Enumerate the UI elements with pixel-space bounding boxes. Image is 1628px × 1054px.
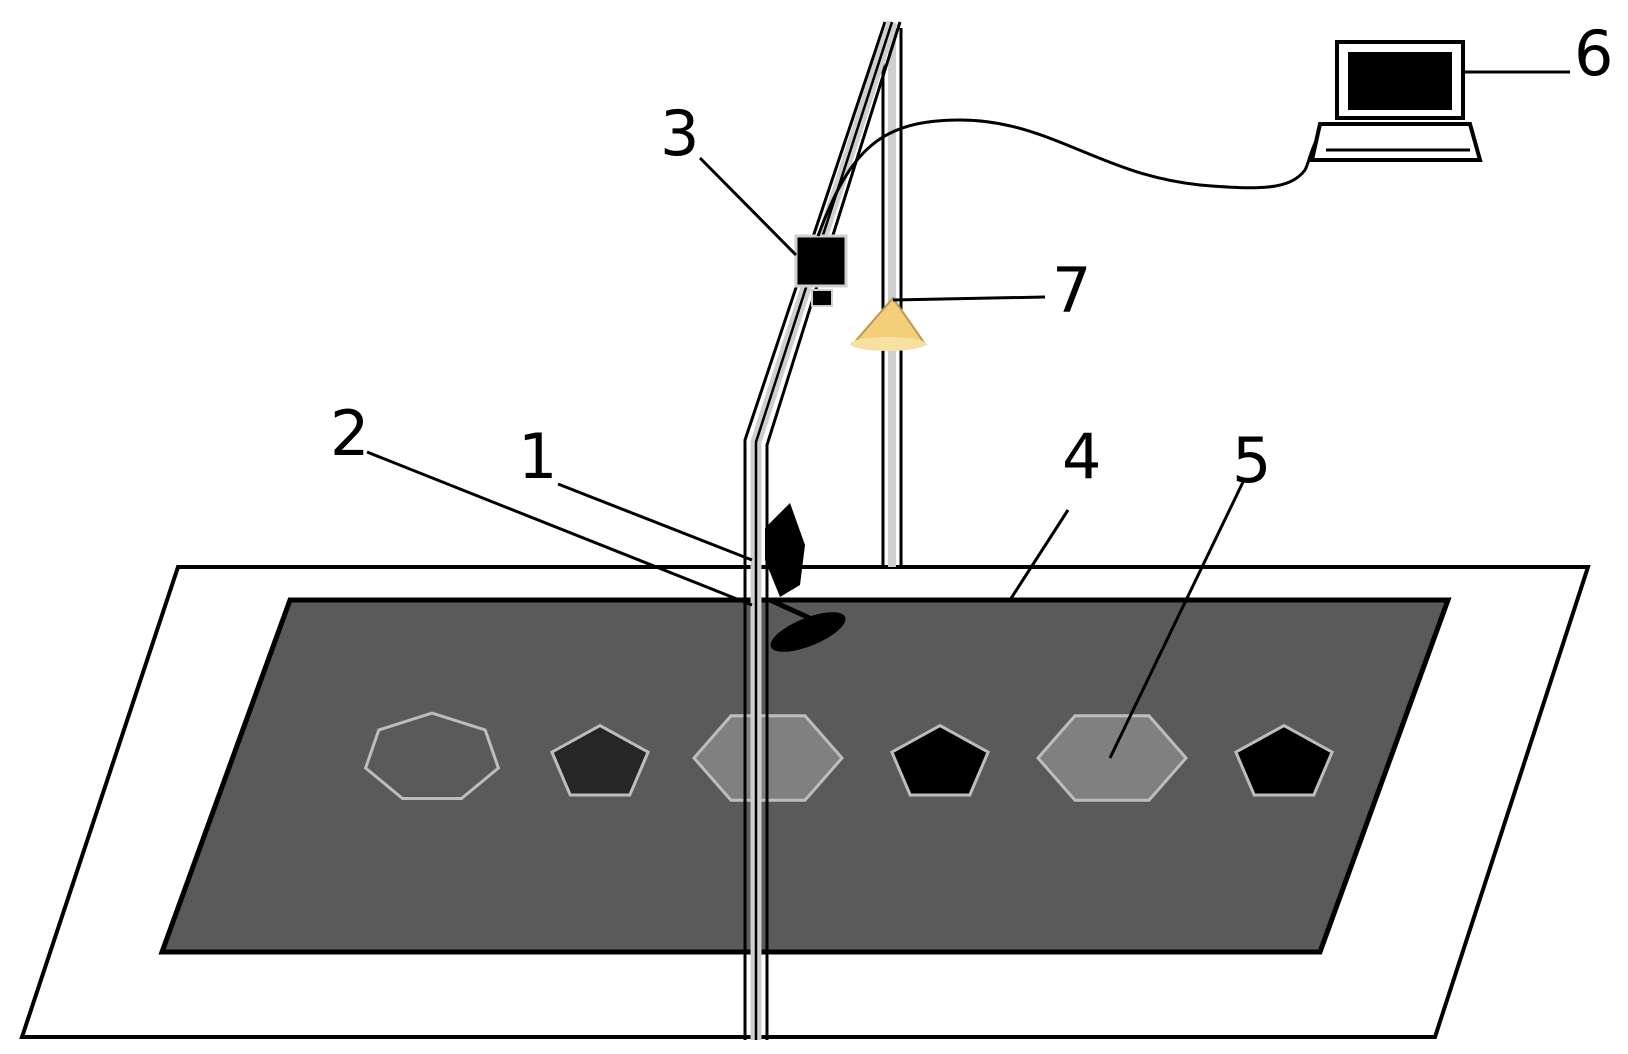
- object-pentagon: [1233, 723, 1335, 797]
- leader-2: [366, 450, 753, 607]
- label-7: 7: [1052, 254, 1091, 327]
- label-5: 5: [1232, 424, 1271, 497]
- object-pentagon: [549, 723, 651, 797]
- object-pentagon: [889, 723, 991, 797]
- leader-3: [698, 156, 798, 257]
- object-hexagon: [1036, 714, 1188, 802]
- leader-4: [1008, 509, 1070, 601]
- camera-icon: [794, 234, 848, 307]
- object-shapes: [363, 711, 1335, 802]
- label-4: 4: [1062, 420, 1101, 493]
- leader-7: [892, 295, 1046, 302]
- laptop-icon: [1309, 40, 1483, 162]
- lamp-icon: [850, 296, 927, 351]
- label-1: 1: [518, 420, 557, 493]
- gripper-icon: [765, 503, 846, 652]
- label-3: 3: [660, 97, 699, 170]
- light-stand: [881, 28, 903, 567]
- label-2: 2: [330, 397, 369, 470]
- label-6: 6: [1574, 17, 1613, 90]
- leader-1: [557, 482, 753, 562]
- data-cable: [816, 118, 1324, 237]
- leader-5: [1108, 481, 1245, 759]
- object-heptagon: [363, 711, 501, 800]
- leader-lines: [366, 70, 1570, 759]
